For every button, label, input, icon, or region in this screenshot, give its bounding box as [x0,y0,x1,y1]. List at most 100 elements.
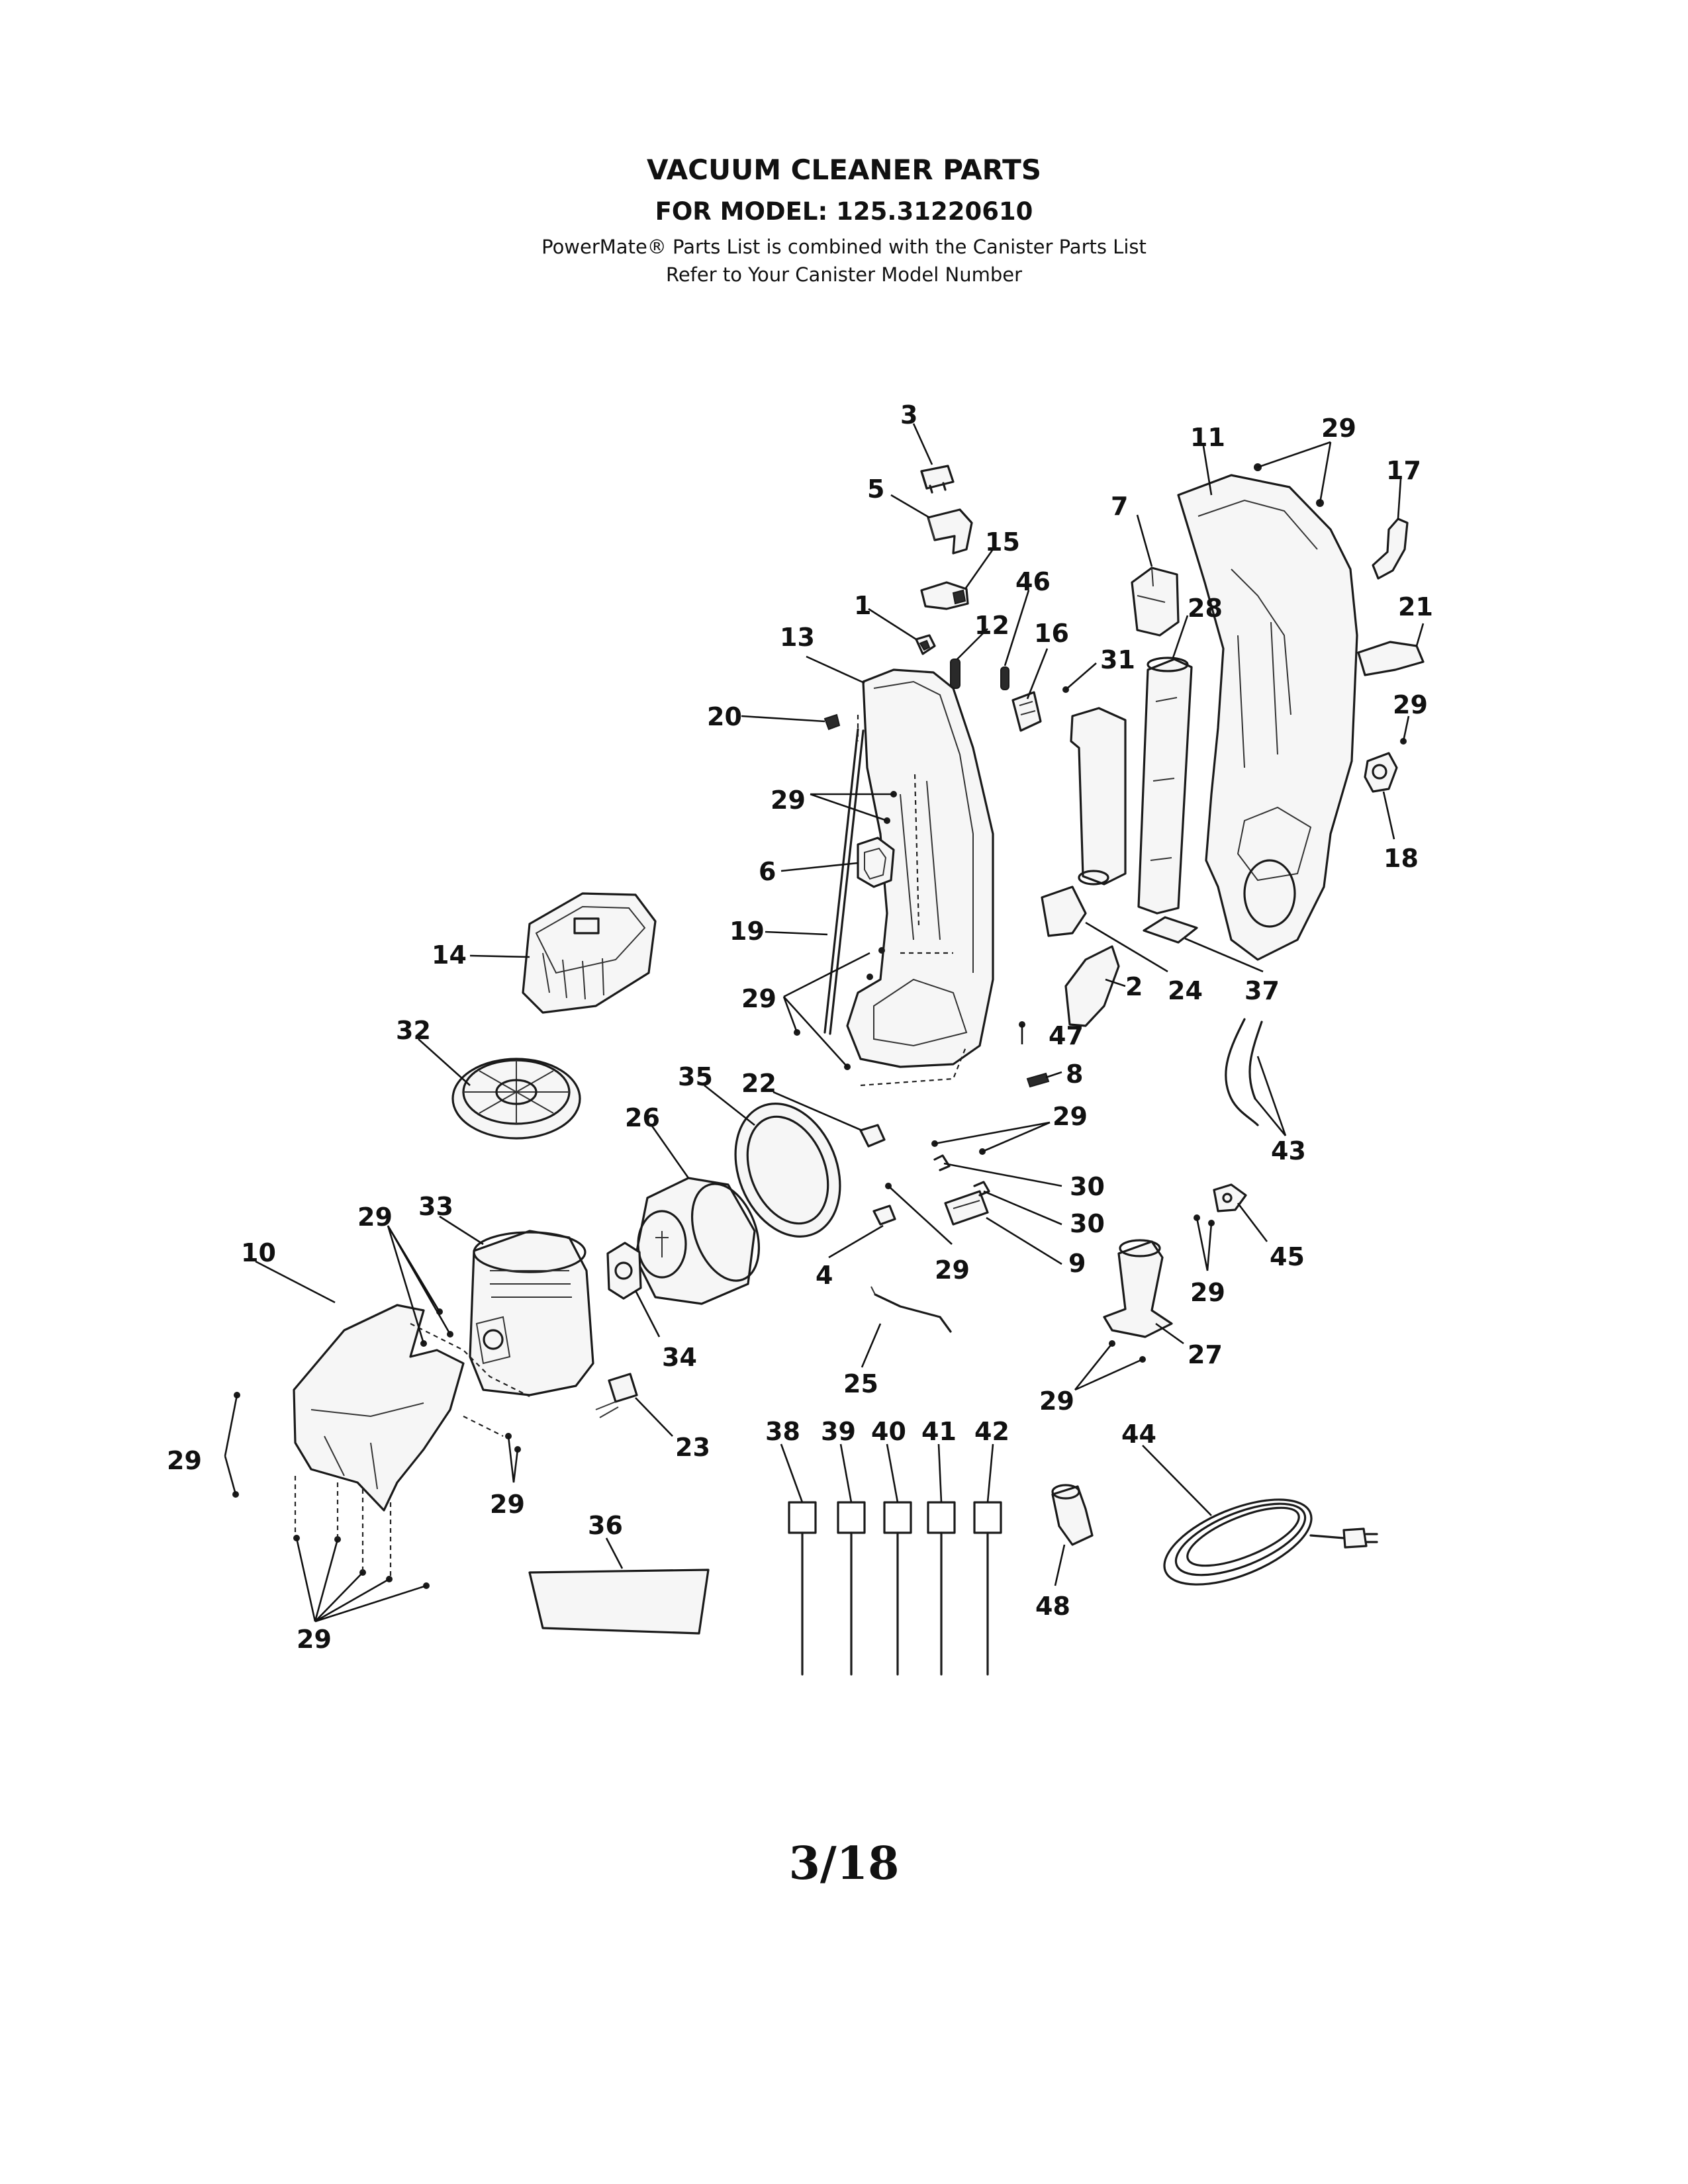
callout-4: 4 [816,1261,833,1290]
callout-17: 17 [1386,456,1421,485]
part-43-wire [1225,1018,1263,1126]
callout-10: 10 [241,1238,276,1267]
callout-2: 2 [1125,972,1143,1001]
part-27-nozzle [1103,1239,1173,1338]
callout-26: 26 [625,1103,660,1132]
part-1-clip [915,634,936,655]
part-42-tool [973,1501,1002,1676]
callout-6: 6 [759,857,776,886]
callout-44: 44 [1121,1420,1156,1449]
callout-47: 47 [1049,1021,1084,1050]
part-24-bracket [1041,886,1087,937]
part-32-filter [451,1058,581,1140]
callout-18: 18 [1383,844,1419,873]
part-17-pedal [1372,518,1409,580]
part-tube-assembly [1070,707,1127,886]
part-45-plate [1213,1183,1247,1212]
part-41-tool [927,1501,956,1676]
part-8-pin [1026,1072,1050,1088]
callout-43: 43 [1271,1136,1306,1165]
part-40-tool [883,1501,912,1676]
callout-27: 27 [1188,1340,1223,1369]
page-title: VACUUM CLEANER PARTS [647,154,1041,186]
callout-40: 40 [871,1417,906,1446]
part-21-clamp [1357,641,1425,676]
part-22-clip [859,1124,886,1148]
part-6-window [857,837,895,888]
part-19-rod [823,728,865,1035]
part-26-motor [634,1177,761,1305]
callout-29-right-d: 29 [1039,1387,1074,1416]
part-11-handle-housing [1177,474,1358,961]
callout-3: 3 [900,400,917,430]
part-2-guide [1064,945,1120,1027]
callout-45: 45 [1270,1242,1305,1271]
callout-29-top: 29 [1321,414,1356,443]
page-number: 3/18 [788,1837,900,1890]
callout-5: 5 [867,475,884,504]
callout-29-right-a: 29 [1053,1102,1088,1131]
part-4-clip [872,1205,896,1226]
assembly-dash-lines [294,715,968,1579]
part-10-front-shell [293,1304,465,1512]
callout-29-right-c: 29 [1190,1278,1225,1307]
part-34-fan [606,1242,642,1300]
callout-29-right: 29 [1393,690,1428,719]
callout-24: 24 [1168,976,1203,1005]
part-46-spring [1000,666,1009,690]
callout-1: 1 [854,591,871,620]
part-16-bracket [1011,691,1042,732]
callout-15: 15 [985,527,1020,557]
part-28-tube [1137,657,1193,915]
callout-16: 16 [1034,619,1069,648]
callout-29-mid-a: 29 [771,786,806,815]
part-48-adapter [1051,1484,1094,1546]
part-36-label [528,1569,710,1635]
part-44-power-cord [1163,1498,1378,1586]
callout-29-left-a: 29 [357,1203,393,1232]
callout-33: 33 [418,1192,453,1221]
part-13-main-housing [846,668,994,1068]
part-25-linkage [870,1286,952,1333]
callout-35: 35 [678,1062,713,1091]
part-14-motor-cover [522,892,657,1014]
part-30-spring-clip-b [973,1181,990,1197]
callout-14: 14 [432,940,467,970]
callout-11: 11 [1190,423,1225,452]
callout-29-right-b: 29 [935,1255,970,1285]
callout-20: 20 [707,702,742,731]
callout-36: 36 [588,1511,623,1540]
part-30-spring-clip-a [933,1154,951,1171]
callout-46: 46 [1015,567,1051,596]
model-number-note: Refer to Your Canister Model Number [665,263,1023,286]
callout-41: 41 [921,1417,957,1446]
callout-48: 48 [1035,1592,1070,1621]
callout-28: 28 [1188,594,1223,623]
callout-32: 32 [396,1016,431,1045]
part-18-knob [1364,752,1398,793]
part-33-motor-housing [469,1230,594,1396]
callout-9: 9 [1068,1249,1086,1278]
callout-23: 23 [675,1433,710,1462]
part-37-label [1143,916,1198,944]
callout-37: 37 [1244,976,1280,1005]
callout-30-b: 30 [1070,1209,1105,1238]
model-subtitle: FOR MODEL: 125.31220610 [655,197,1033,226]
callout-29-left-c: 29 [490,1490,525,1519]
callout-29-mid-b: 29 [741,984,776,1013]
parts-list-note: PowerMate® Parts List is combined with t… [541,236,1147,258]
part-12-spring [950,659,961,689]
callout-19: 19 [729,917,765,946]
part-35-gasket-ring [734,1103,841,1238]
callout-7: 7 [1111,492,1128,521]
callout-31: 31 [1100,645,1135,674]
callout-21: 21 [1398,592,1433,621]
callout-29-left-b: 29 [167,1446,202,1475]
callout-39: 39 [821,1417,856,1446]
callout-34: 34 [662,1343,697,1372]
callout-38: 38 [765,1417,800,1446]
part-20-pin [823,713,841,731]
part-5-latch [927,508,973,555]
